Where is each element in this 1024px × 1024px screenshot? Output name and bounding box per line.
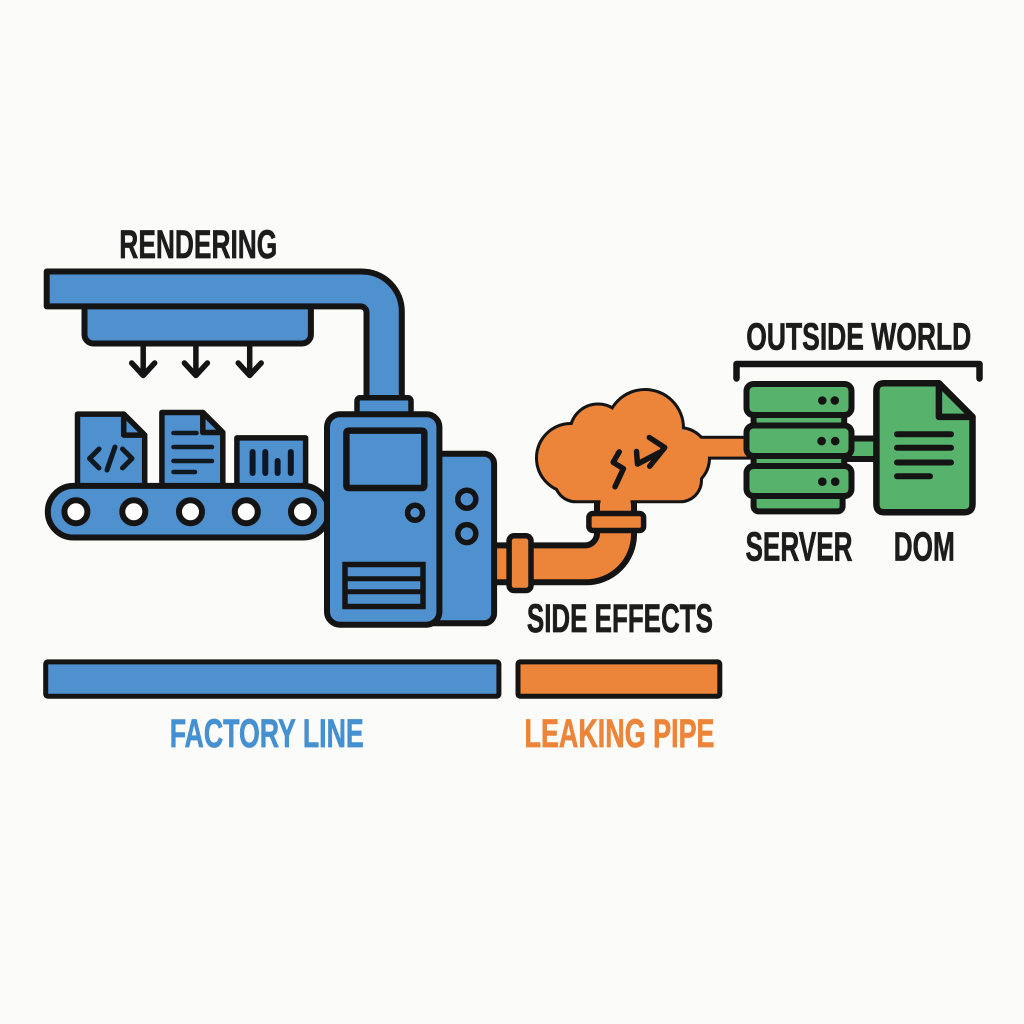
svg-text:FACTORY LINE: FACTORY LINE	[170, 711, 364, 756]
svg-text:DOM: DOM	[894, 524, 955, 570]
svg-text:OUTSIDE WORLD: OUTSIDE WORLD	[746, 316, 971, 359]
svg-text:LEAKING PIPE: LEAKING PIPE	[525, 711, 715, 756]
svg-text:SERVER: SERVER	[746, 524, 853, 570]
svg-text:RENDERING: RENDERING	[119, 223, 277, 267]
svg-text:SIDE EFFECTS: SIDE EFFECTS	[527, 597, 713, 641]
